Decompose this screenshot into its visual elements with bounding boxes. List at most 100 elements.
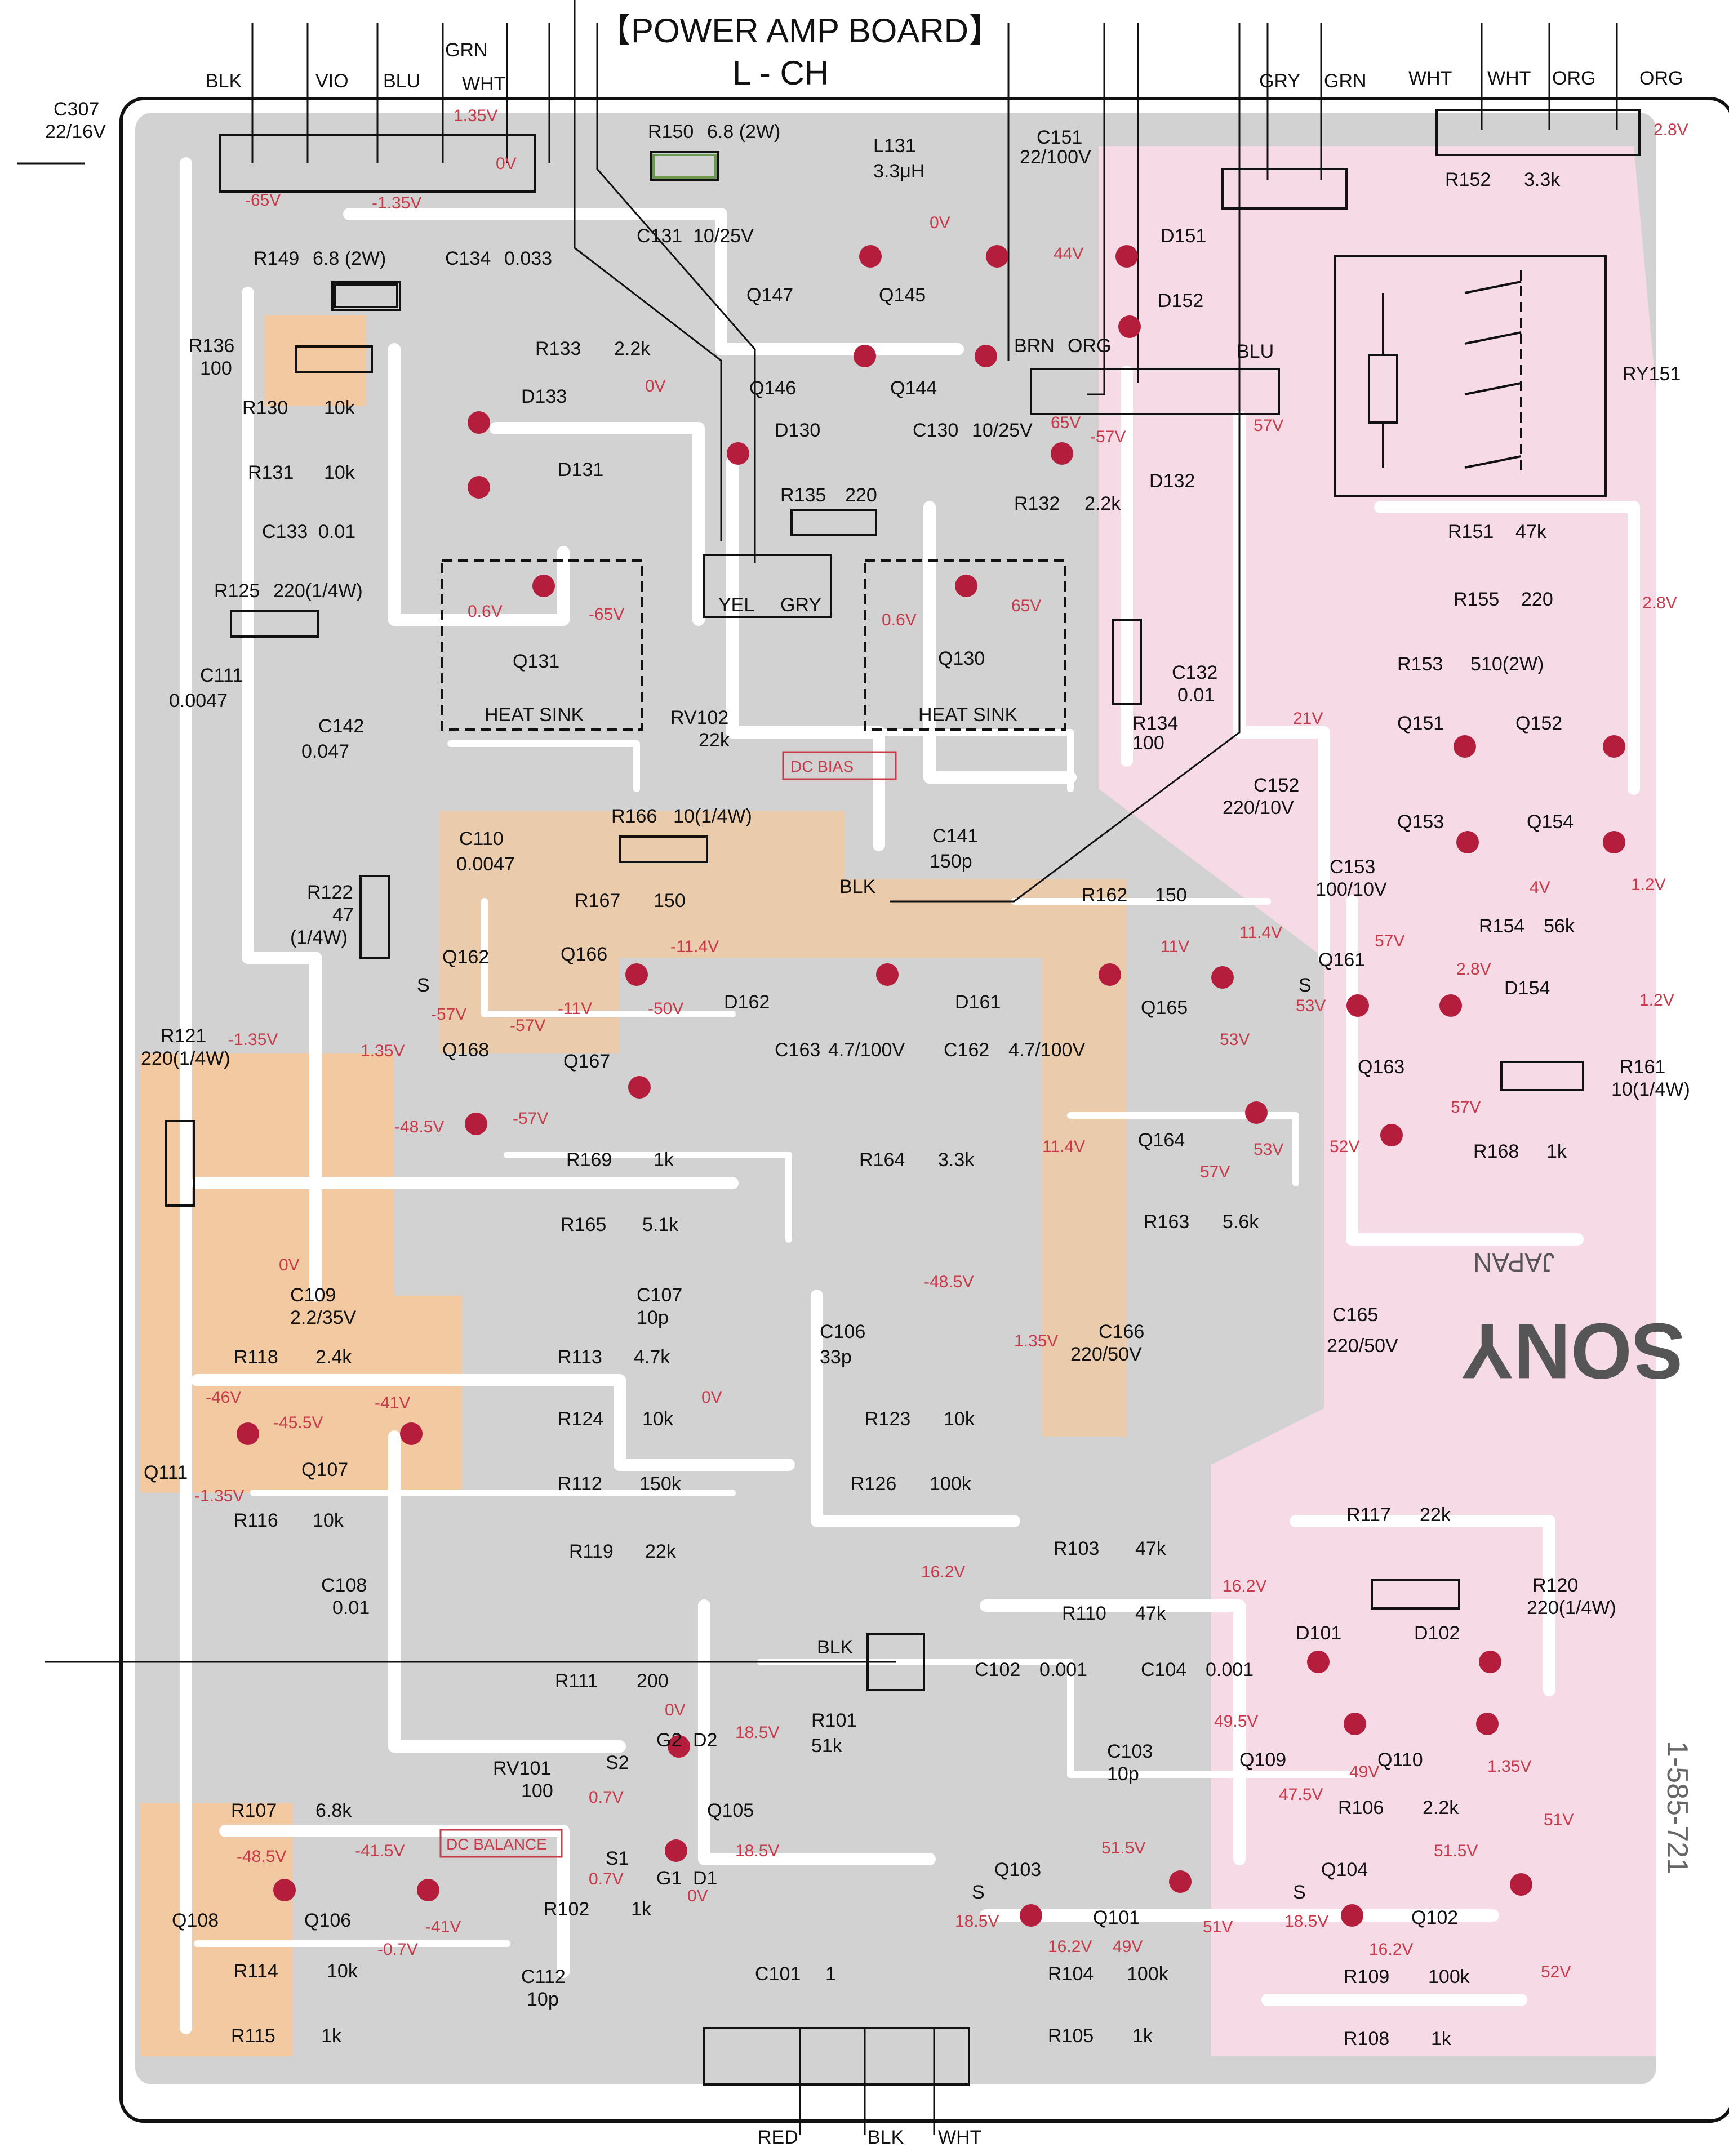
connector-yel-gry xyxy=(703,554,832,618)
semiconductor-labels: Q147 Q145 Q146 Q144 D151 D152 RY151 D133… xyxy=(144,225,1681,1931)
voltage: 0.7V xyxy=(589,1788,624,1807)
val-C142: 0.047 xyxy=(301,741,349,762)
val-C131: 10/25V xyxy=(693,225,754,247)
solder-pad xyxy=(1344,1713,1366,1735)
ref-C111: C111 xyxy=(200,665,243,686)
ref-R135: R135 xyxy=(780,484,826,506)
val-C104: 0.001 xyxy=(1206,1659,1254,1681)
voltage: 53V xyxy=(1220,1030,1250,1049)
val-R101: 51k xyxy=(811,1735,843,1757)
ref-R150: R150 xyxy=(648,121,694,143)
val-L131: 3.3μH xyxy=(873,161,924,182)
solder-pad xyxy=(417,1879,439,1901)
voltage: 1.35V xyxy=(1487,1757,1531,1776)
solder-pad xyxy=(625,963,648,986)
ref-R161: R161 xyxy=(1620,1056,1665,1078)
ref-R108: R108 xyxy=(1344,2028,1389,2050)
voltage: -57V xyxy=(1090,428,1126,446)
voltage: 44V xyxy=(1054,245,1083,263)
label-D154: D154 xyxy=(1504,977,1550,999)
trace-network xyxy=(180,157,1640,2034)
val-C151: 22/100V xyxy=(1020,146,1091,168)
ref-R133: R133 xyxy=(535,338,581,359)
voltage: 0V xyxy=(701,1388,722,1407)
ref-R162: R162 xyxy=(1082,884,1127,906)
ref-R102: R102 xyxy=(544,1899,589,1920)
solder-pads xyxy=(237,245,1625,1927)
solder-pad xyxy=(1099,963,1121,986)
label-D130: D130 xyxy=(775,420,820,441)
val-R112: 150k xyxy=(639,1473,682,1495)
voltage: 0.7V xyxy=(589,1870,624,1888)
ref-R169: R169 xyxy=(566,1149,612,1171)
val-R169: 1k xyxy=(654,1149,674,1171)
label-Q111: Q111 xyxy=(144,1462,188,1483)
voltage: 49V xyxy=(1349,1763,1379,1781)
val-R153: 510(2W) xyxy=(1470,654,1544,675)
voltage: 0V xyxy=(665,1701,686,1719)
val-R164: 3.3k xyxy=(938,1149,975,1171)
wire-red: RED xyxy=(758,2127,798,2148)
ref-R166: R166 xyxy=(611,806,657,827)
voltage: 51V xyxy=(1203,1918,1233,1936)
ref-C101: C101 xyxy=(755,1963,801,1985)
solder-pad xyxy=(1603,831,1625,853)
val-R136: 100 xyxy=(200,358,232,379)
solder-pad xyxy=(628,1076,651,1099)
solder-pad xyxy=(1454,735,1476,758)
pin-G1: G1 xyxy=(656,1868,682,1889)
voltage: 49V xyxy=(1113,1937,1143,1956)
wire-vio: VIO xyxy=(315,70,349,92)
val-R168: 1k xyxy=(1546,1141,1567,1162)
ref-R110: R110 xyxy=(1062,1603,1106,1624)
ref-C153: C153 xyxy=(1330,856,1375,878)
voltage: 18.5V xyxy=(1284,1912,1328,1931)
ref-C133: C133 xyxy=(262,521,308,543)
solder-pad xyxy=(1510,1873,1532,1896)
pin-S-Q161: S xyxy=(1299,975,1312,996)
wire-org-2: ORG xyxy=(1639,68,1683,89)
val-R103: 47k xyxy=(1135,1538,1167,1559)
val-C307: 22/16V xyxy=(45,121,106,143)
voltage: 0V xyxy=(687,1887,708,1905)
val-R105: 1k xyxy=(1132,2025,1153,2047)
label-Q102: Q102 xyxy=(1411,1907,1458,1928)
ref-R130: R130 xyxy=(242,397,288,419)
label-Q106: Q106 xyxy=(304,1910,351,1931)
val-C108: 0.01 xyxy=(332,1597,370,1619)
board-title: 【POWER AMP BOARD】 xyxy=(597,12,1002,50)
wire-blk-bottom: BLK xyxy=(868,2127,904,2148)
voltage: 1.2V xyxy=(1631,875,1666,894)
dc-bias-box xyxy=(782,751,897,780)
voltage: 49.5V xyxy=(1214,1712,1258,1731)
voltage: 0V xyxy=(279,1256,300,1274)
solder-pad xyxy=(1169,1870,1192,1893)
voltage: 57V xyxy=(1200,1163,1230,1181)
wire-blk: BLK xyxy=(206,70,242,92)
label-Q168: Q168 xyxy=(442,1039,489,1061)
voltage: 1.35V xyxy=(361,1042,405,1060)
solder-pad xyxy=(1346,994,1369,1017)
voltage: -50V xyxy=(648,999,683,1018)
label-Q105: Q105 xyxy=(707,1800,754,1821)
voltage: -1.35V xyxy=(194,1487,244,1505)
val-R163: 5.6k xyxy=(1223,1211,1259,1233)
val-R108: 1k xyxy=(1431,2028,1452,2050)
heat-sink-right-label: HEAT SINK xyxy=(918,704,1018,726)
voltage: 16.2V xyxy=(921,1563,965,1581)
solder-pad xyxy=(1020,1904,1042,1927)
ref-R151: R151 xyxy=(1448,521,1494,543)
val-C101: 1 xyxy=(825,1963,836,1985)
label-D152: D152 xyxy=(1158,290,1203,312)
val-R126: 100k xyxy=(930,1473,972,1495)
voltage: 53V xyxy=(1296,997,1326,1015)
connector-brn-org-blu xyxy=(1030,368,1280,415)
voltage: -41V xyxy=(425,1918,461,1936)
val-R121: 220(1/4W) xyxy=(141,1048,230,1069)
ref-R113: R113 xyxy=(558,1346,602,1368)
connector-label-yel: YEL xyxy=(718,594,754,616)
ref-R134: R134 xyxy=(1132,713,1178,734)
heat-sink-right-outline xyxy=(864,559,1066,731)
voltage: -1.35V xyxy=(372,194,421,212)
